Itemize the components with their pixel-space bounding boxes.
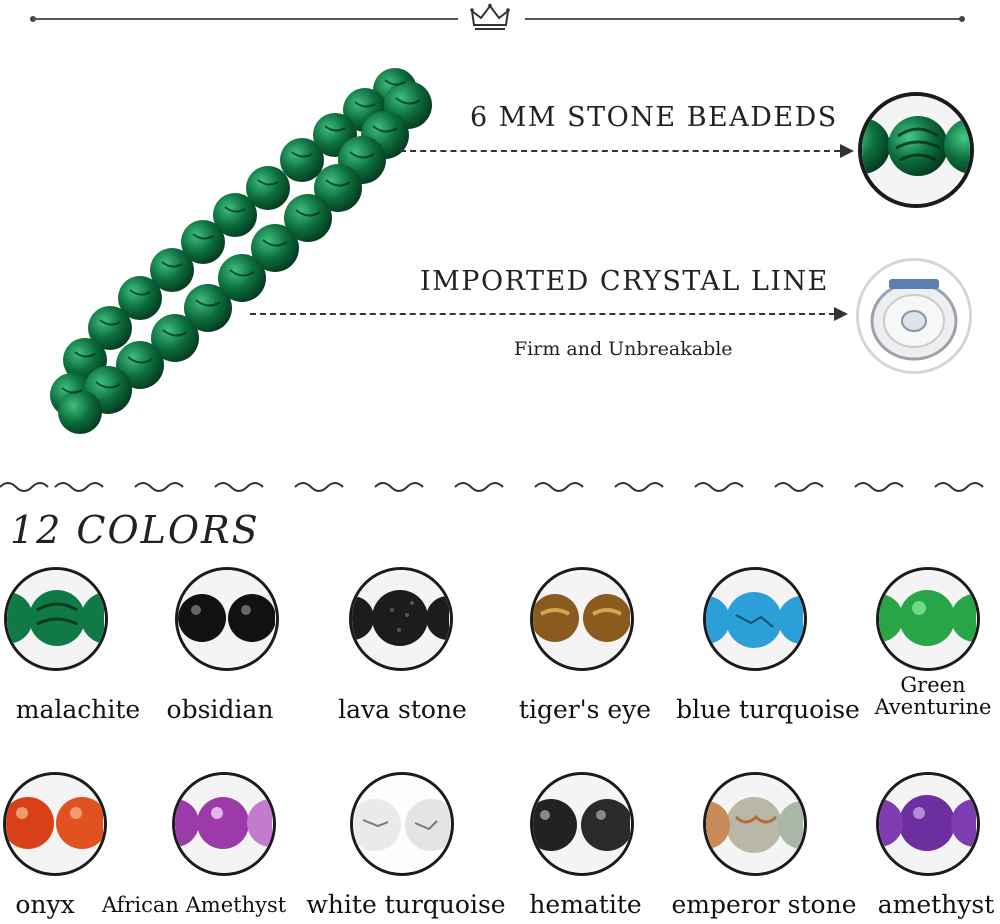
- beads-feature-title: 6 MM STONE BEADEDS: [470, 102, 838, 133]
- crystal-line-detail-circle: [856, 258, 972, 374]
- divider-dot-right: [959, 15, 965, 22]
- color-label-white-turquoise: white turquoise: [306, 890, 506, 919]
- swatch-amethyst: [876, 772, 980, 876]
- swatch-white-turquoise: [350, 772, 454, 876]
- line-arrowhead: [834, 307, 848, 321]
- color-label-onyx: onyx: [15, 890, 75, 919]
- swatch-tigers-eye: [530, 567, 634, 671]
- color-label-african-amethyst: African Amethyst: [101, 893, 287, 917]
- color-label-malachite: malachite: [15, 695, 141, 724]
- color-label-emperor-stone: emperor stone: [671, 890, 857, 919]
- color-label-blue-turquoise: blue turquoise: [676, 695, 860, 724]
- swatch-malachite: [4, 567, 108, 671]
- color-label-green-aventurine: Green Aventurine: [866, 674, 1000, 718]
- beads-arrowhead: [840, 144, 854, 158]
- color-label-amethyst: amethyst: [877, 890, 995, 919]
- line-arrow: [250, 313, 835, 315]
- swatch-blue-turquoise: [703, 567, 807, 671]
- crystal-line-subtitle: Firm and Unbreakable: [514, 338, 733, 360]
- swatch-hematite: [530, 772, 634, 876]
- beads-arrow-line: [400, 150, 840, 152]
- color-label-lava-stone: lava stone: [338, 695, 467, 724]
- header-divider-right: [525, 18, 962, 20]
- crystal-line-feature-title: IMPORTED CRYSTAL LINE: [420, 266, 829, 297]
- color-label-hematite: hematite: [529, 890, 642, 919]
- beads-detail-circle: [858, 92, 974, 208]
- swatch-lava-stone: [349, 567, 453, 671]
- color-label-obsidian: obsidian: [166, 695, 274, 724]
- swatch-emperor-stone: [703, 772, 807, 876]
- swatch-obsidian: [175, 567, 279, 671]
- swatch-green-aventurine: [876, 567, 980, 671]
- color-label-green-aventurine-line2: Aventurine: [874, 695, 992, 719]
- crown-icon: [470, 3, 510, 30]
- swatch-onyx: [3, 772, 107, 876]
- swatch-african-amethyst: [172, 772, 276, 876]
- wave-divider: [0, 482, 984, 492]
- color-label-green-aventurine-line1: Green: [900, 673, 966, 697]
- bracelet-image: [50, 68, 432, 434]
- colors-section-title: 12 COLORS: [10, 508, 260, 552]
- color-label-tigers-eye: tiger's eye: [518, 695, 652, 724]
- header-divider-left: [33, 18, 458, 20]
